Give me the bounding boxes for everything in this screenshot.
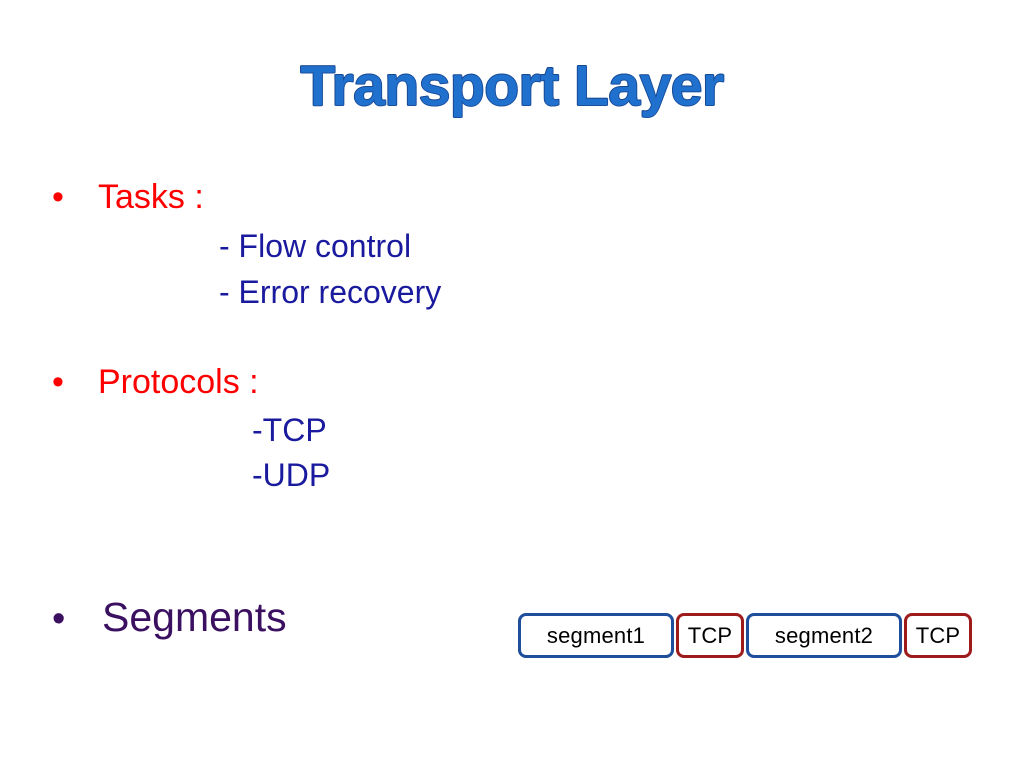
bullet-label-segments: Segments bbox=[102, 594, 287, 640]
bullet-label-tasks: Tasks : bbox=[98, 178, 204, 216]
page-title: Transport Layer bbox=[300, 54, 725, 118]
segment-diagram: segment1 TCP segment2 TCP bbox=[518, 613, 972, 658]
segment-box-tcp-header-2: TCP bbox=[904, 613, 972, 658]
bullet-label-protocols: Protocols : bbox=[98, 363, 259, 401]
bullet-dot-icon: • bbox=[52, 598, 66, 640]
sub-item-error-recovery: - Error recovery bbox=[219, 274, 442, 310]
bullet-dot-icon: • bbox=[52, 178, 64, 216]
sub-item-flow-control: - Flow control bbox=[219, 228, 412, 264]
bullet-item-tasks: • Tasks : bbox=[52, 180, 204, 214]
segment-box-segment2: segment2 bbox=[746, 613, 902, 658]
segment-box-tcp-header-1: TCP bbox=[676, 613, 744, 658]
bullet-item-segments: • Segments bbox=[52, 594, 287, 640]
bullet-item-protocols: • Protocols : bbox=[52, 365, 259, 399]
sub-item-udp: -UDP bbox=[252, 457, 331, 493]
sub-item-tcp: -TCP bbox=[252, 412, 327, 448]
segment-box-segment1: segment1 bbox=[518, 613, 674, 658]
bullet-dot-icon: • bbox=[52, 363, 64, 401]
